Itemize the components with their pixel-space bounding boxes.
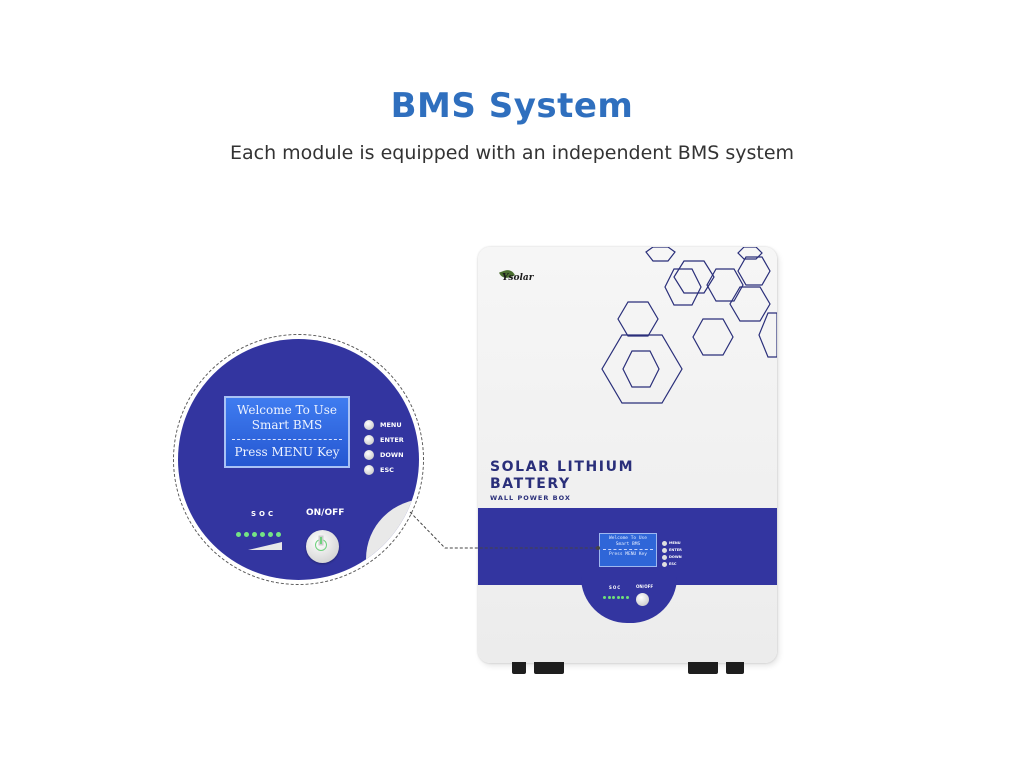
battery-feet <box>478 662 777 676</box>
button-dot-icon <box>662 540 667 546</box>
button-dot-icon <box>662 561 667 567</box>
mini-button-label: ENTER <box>669 548 682 552</box>
led-icon <box>244 532 249 537</box>
mini-button-label: DOWN <box>669 555 682 559</box>
button-label: MENU <box>380 420 402 429</box>
led-icon <box>252 532 257 537</box>
button-dot-icon <box>662 547 667 553</box>
button-label: ENTER <box>380 435 404 444</box>
product-tagline: WALL POWER BOX <box>490 494 571 502</box>
button-column: MENU ENTER DOWN ESC <box>364 417 404 477</box>
power-icon <box>315 537 327 551</box>
battery-unit: Ysolar SOLAR LITHIUM BATTERY WALL POWER … <box>478 247 777 663</box>
page-subtitle: Each module is equipped with an independ… <box>229 142 795 164</box>
mini-soc-leds <box>603 596 630 599</box>
lcd-divider <box>232 439 342 440</box>
led-icon <box>236 532 241 537</box>
button-dot-icon <box>662 554 667 560</box>
mini-lcd-screen: Welcome To Use Smart BMS Press MENU Key <box>599 533 657 567</box>
soc-level-wedge-icon <box>248 542 282 550</box>
led-icon <box>607 596 611 599</box>
led-icon <box>625 596 629 599</box>
led-icon <box>603 596 606 599</box>
lcd-line3: Press MENU Key <box>234 445 340 459</box>
mini-menu-button[interactable]: MENU <box>662 540 682 546</box>
mini-power-button[interactable] <box>636 593 649 606</box>
foot <box>688 662 718 674</box>
lcd-line1: Welcome To Use <box>236 403 338 417</box>
esc-button[interactable]: ESC <box>364 462 404 477</box>
led-icon <box>612 596 615 599</box>
menu-button[interactable]: MENU <box>364 417 404 432</box>
foot <box>512 662 526 674</box>
led-icon <box>621 596 624 599</box>
mini-lcd-line1: Welcome To Use <box>609 536 647 541</box>
zoomed-control-panel: Welcome To Use Smart BMS Press MENU Key … <box>178 339 419 580</box>
led-icon <box>268 532 273 537</box>
zoom-ring <box>173 334 424 585</box>
mini-button-label: ESC <box>669 562 677 566</box>
mini-lcd-divider <box>603 549 653 550</box>
mini-button-column: MENU ENTER DOWN ESC <box>662 540 682 568</box>
button-label: DOWN <box>380 450 404 459</box>
lcd-line2: Smart BMS <box>251 418 323 432</box>
button-dot-icon <box>364 434 374 445</box>
lcd-screen: Welcome To Use Smart BMS Press MENU Key <box>224 396 350 468</box>
product-name-line2: BATTERY <box>490 476 571 492</box>
down-button[interactable]: DOWN <box>364 447 404 462</box>
foot <box>534 662 564 674</box>
brand-logo: Ysolar <box>502 273 534 283</box>
power-button[interactable] <box>306 530 339 563</box>
mini-down-button[interactable]: DOWN <box>662 554 682 560</box>
button-dot-icon <box>364 449 374 460</box>
mini-button-label: MENU <box>669 541 681 545</box>
mini-lcd-line2: Smart BMS <box>615 541 641 547</box>
mini-enter-button[interactable]: ENTER <box>662 547 682 553</box>
button-label: ESC <box>380 465 394 474</box>
button-dot-icon <box>364 419 374 430</box>
mini-onoff-label: ON/OFF <box>636 584 654 589</box>
mini-soc-label: SOC <box>609 585 622 590</box>
zoom-panel-edge <box>366 499 419 580</box>
foot <box>726 662 744 674</box>
page-title: BMS System <box>390 86 634 126</box>
button-dot-icon <box>364 464 374 475</box>
hexagon-pattern <box>601 247 777 404</box>
mini-esc-button[interactable]: ESC <box>662 561 682 567</box>
enter-button[interactable]: ENTER <box>364 432 404 447</box>
mini-lcd-line3: Press MENU Key <box>609 552 647 557</box>
led-icon <box>616 596 620 599</box>
onoff-label: ON/OFF <box>306 508 345 518</box>
led-icon <box>260 532 265 537</box>
soc-leds <box>236 532 284 537</box>
led-icon <box>276 532 281 537</box>
product-name-line1: SOLAR LITHIUM <box>490 459 635 475</box>
soc-label: SOC <box>251 510 277 518</box>
